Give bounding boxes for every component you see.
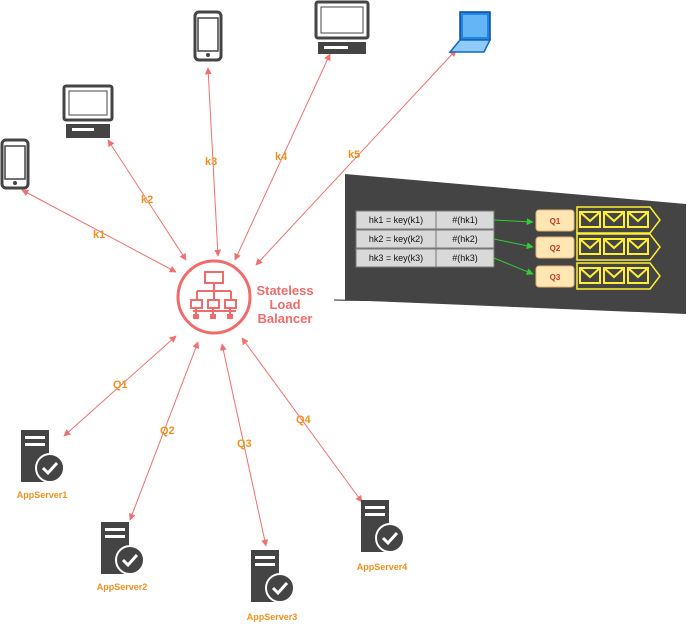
mobile-phone-icon [193,10,223,62]
edge-k5 [255,49,457,266]
hash-value-cell: #(hk3) [452,253,478,263]
hash-value-cell: #(hk1) [452,215,478,225]
edge-label-q3: Q3 [237,438,252,450]
network-hierarchy-icon [176,259,252,335]
hash-key-cell: hk3 = key(k3) [369,253,423,263]
lb-label-line1: Stateless [256,283,313,298]
edge-label-k1: k1 [93,229,105,241]
edge-k2 [107,139,187,261]
map-arrow-q3 [493,257,534,275]
server-label: AppServer2 [97,582,148,592]
edge-q4 [241,337,363,503]
map-arrow-q2 [493,238,534,250]
server-check-icon [361,500,405,553]
hash-row-3: hk3 = key(k3) #(hk3) [355,248,495,268]
hash-key-cell: hk2 = key(k2) [369,234,423,244]
load-balancer: Stateless Load Balancer [176,259,314,335]
edge-label-q1: Q1 [113,379,128,391]
edge-k3 [204,67,222,257]
queue-q3: Q3 [535,262,661,290]
desktop-computer-icon [62,84,114,138]
queue-q2: Q2 [535,233,661,261]
hash-key-cell: hk1 = key(k1) [369,215,423,225]
server-label: AppServer4 [357,562,408,572]
edge-q2 [128,341,200,521]
queue-label: Q1 [550,217,561,226]
queue-q1: Q1 [535,206,661,234]
hash-row-1: hk1 = key(k1) #(hk1) [355,210,495,230]
laptop-icon [448,11,492,53]
app-server-3: AppServer3 [247,550,298,622]
client-edges [21,49,457,273]
hash-value-cell: #(hk2) [452,234,478,244]
app-server-2: AppServer2 [97,522,148,592]
desktop-computer-icon [314,0,370,54]
edge-labels: k1 k2 k3 k4 k5 Q1 Q2 Q3 Q4 [93,149,360,450]
edge-label-k4: k4 [275,151,288,163]
server-check-icon [101,522,145,575]
map-arrow-q1 [493,218,534,226]
server-label: AppServer1 [17,490,68,500]
server-edges [63,335,363,547]
edge-label-q4: Q4 [296,414,312,426]
queue-label: Q2 [550,244,561,253]
message-queue-icon [576,233,661,261]
server-check-icon [251,550,295,603]
server-check-icon [21,430,65,483]
app-server-1: AppServer1 [17,430,68,500]
edge-label-q2: Q2 [160,425,175,437]
edge-label-k2: k2 [141,194,153,206]
server-label: AppServer3 [247,612,298,622]
lb-label-line2: Load [269,297,300,312]
edge-label-k5: k5 [348,149,360,161]
message-queue-icon [576,262,661,290]
app-server-4: AppServer4 [357,500,408,572]
hash-table-panel: hk1 = key(k1) #(hk1) hk2 = key(k2) #(hk2… [345,174,686,314]
hash-row-2: hk2 = key(k2) #(hk2) [355,229,495,249]
queue-label: Q3 [550,273,561,282]
message-queue-icon [576,206,661,234]
mobile-phone-icon [0,138,30,190]
lb-label-line3: Balancer [258,311,313,326]
edge-label-k3: k3 [205,156,217,168]
